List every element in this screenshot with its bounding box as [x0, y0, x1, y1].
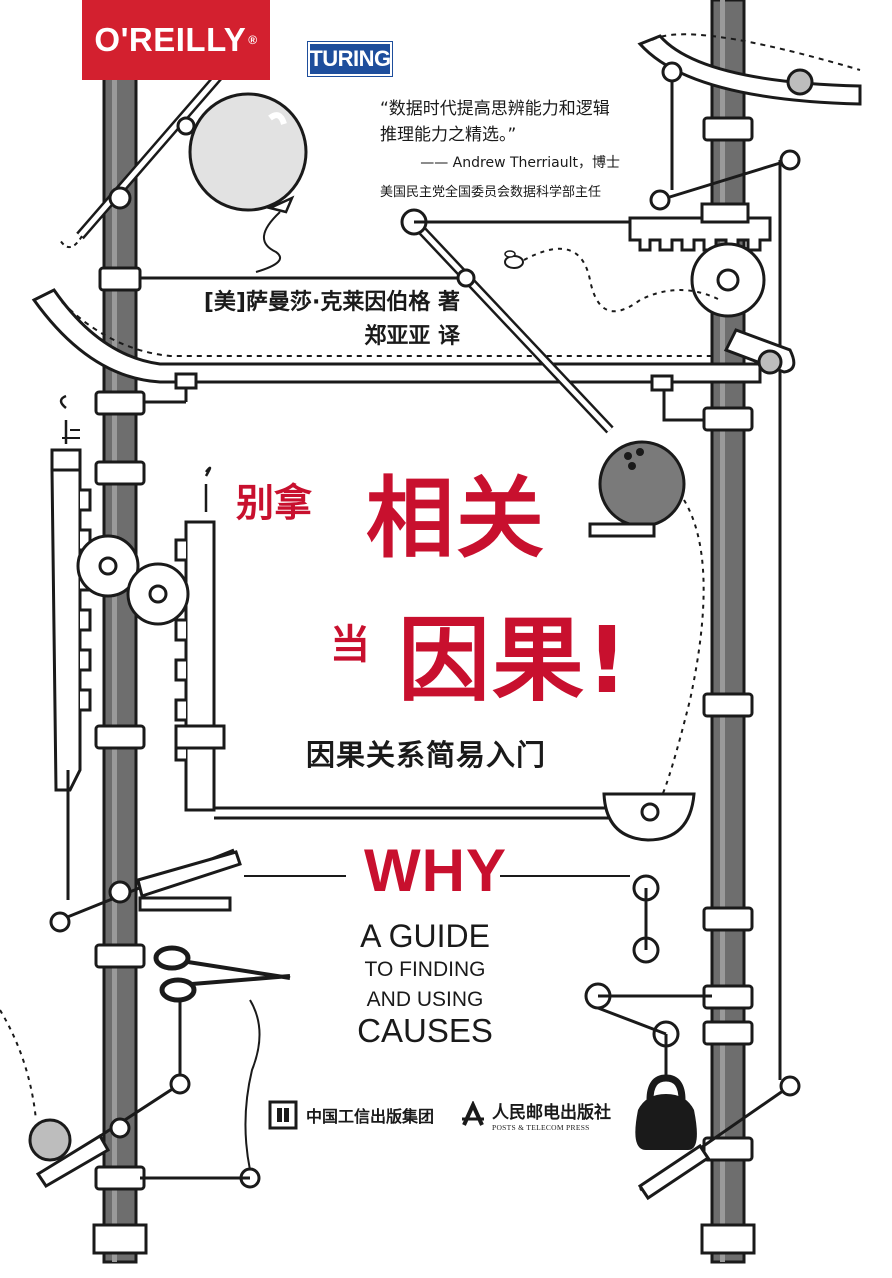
publisher-group-logo: 中国工信出版集团 — [268, 1100, 434, 1130]
posts-telecom-icon — [462, 1101, 484, 1126]
quote-line-1: “数据时代提高思辨能力和逻辑 — [380, 99, 610, 119]
balloon — [188, 92, 308, 273]
english-title-line-3: AND USING — [366, 988, 484, 1011]
bee-icon — [504, 250, 524, 269]
left-pole — [92, 0, 148, 1264]
english-title-line-4: CAUSES — [357, 1012, 493, 1049]
rack-gear-right — [628, 202, 772, 318]
oreilly-logo-text: O'REILLY — [94, 21, 247, 58]
publisher-logo: 人民邮电出版社 POSTS & TELECOM PRESS — [460, 1098, 611, 1132]
publisher-name-en: POSTS & TELECOM PRESS — [492, 1123, 590, 1132]
title-part1-small: 别拿 — [236, 481, 313, 525]
right-clamps — [702, 116, 754, 1162]
title-part1-large: 相关 — [366, 467, 547, 570]
oreilly-logo: O'REILLY® — [82, 0, 270, 80]
title-part2-large: 因果! — [398, 607, 630, 714]
registered-mark: ® — [248, 33, 258, 47]
author-line: [美]萨曼莎·克莱因伯格 著 — [203, 290, 460, 315]
english-title-why: WHY — [364, 837, 507, 904]
ptpress-group-icon — [268, 1100, 298, 1130]
publisher-name-cn: 人民邮电出版社 — [492, 1103, 611, 1123]
left-racks — [50, 448, 226, 812]
turing-logo: TURING — [308, 42, 392, 76]
endorsement-quote: “数据时代提高思辨能力和逻辑 推理能力之精选。” —— Andrew Therr… — [380, 96, 680, 206]
chute — [31, 288, 762, 384]
top-rail — [637, 34, 862, 106]
kettlebell-icon — [635, 1074, 697, 1150]
quote-line-2: 推理能力之精选。” — [380, 125, 517, 145]
ball-bottom-left — [28, 1118, 111, 1189]
author-block: [美]萨曼莎·克莱因伯格 著 郑亚亚 译 — [204, 286, 460, 354]
scissors-icon — [153, 945, 291, 1003]
bowling-ball — [588, 440, 686, 538]
quote-role: 美国民主党全国委员会数据科学部主任 — [380, 185, 602, 200]
subtitle: 因果关系简易入门 — [306, 738, 547, 772]
publisher-group-name: 中国工信出版集团 — [306, 1107, 435, 1126]
right-pole — [700, 0, 756, 1264]
translator-line: 郑亚亚 译 — [364, 324, 460, 349]
turing-logo-text: TURING — [309, 46, 391, 71]
title-part2-small: 当 — [330, 622, 370, 668]
title-frame — [140, 276, 610, 820]
english-title-line-2: TO FINDING — [364, 958, 486, 981]
left-clamps — [94, 266, 146, 1191]
english-title-line-1: A GUIDE — [360, 918, 490, 954]
quote-attribution: —— Andrew Therriault，博士 — [420, 155, 620, 171]
